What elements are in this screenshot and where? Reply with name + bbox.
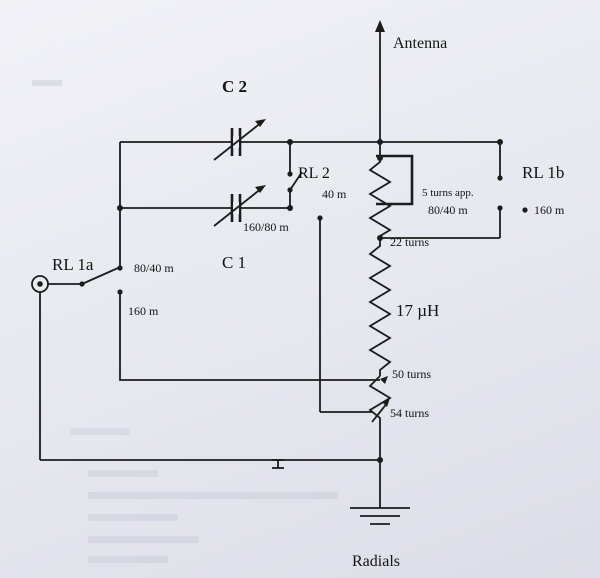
tap50-label: 50 turns (392, 367, 431, 381)
radials-label: Radials (352, 553, 400, 570)
five-turn-shorting-loop (376, 154, 414, 206)
five-turns-label: 5 turns app. (422, 187, 474, 199)
rl1a-label: RL 1a (52, 255, 94, 274)
c2-label: C 2 (222, 77, 247, 96)
rl1b-label: RL 1b (522, 163, 564, 182)
tap50-wire (119, 292, 380, 381)
relay-rl2 (287, 142, 323, 412)
rl1a-8040-label: 80/40 m (134, 261, 174, 275)
inductance-label: 17 µH (396, 301, 439, 320)
rl1b-8040-label: 80/40 m (428, 203, 468, 217)
relay-rl1b (497, 175, 528, 213)
junction-dots (117, 139, 503, 463)
ground-symbol (350, 507, 410, 525)
antenna-label: Antenna (393, 35, 447, 52)
c1-range-label: 160/80 m (243, 220, 289, 234)
capacitor-c2 (213, 119, 266, 161)
rl2-label: RL 2 (298, 165, 330, 182)
rl1b-160-label: 160 m (534, 203, 565, 217)
c1-label: C 1 (222, 253, 246, 272)
capacitor-c1 (213, 185, 266, 227)
coil-inductor (368, 158, 392, 508)
rl1a-160-label: 160 m (128, 304, 159, 318)
rl2-40m-label: 40 m (322, 187, 347, 201)
ground-return (39, 292, 380, 469)
main-feed-line (375, 20, 385, 158)
tap54-arrowhead (382, 398, 390, 407)
tap50-arrowhead (380, 376, 388, 384)
tap54-label: 54 turns (390, 406, 429, 420)
paper-show-through (32, 80, 338, 563)
tap22-label: 22 turns (390, 235, 429, 249)
